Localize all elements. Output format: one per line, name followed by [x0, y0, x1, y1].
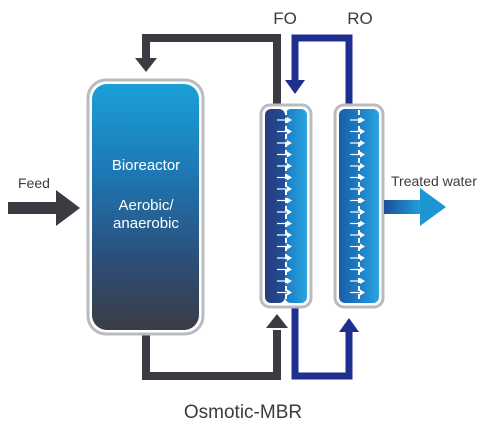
chevron-right-icon [360, 117, 365, 123]
treated-water-arrow-icon [384, 188, 446, 226]
chevron-right-icon [360, 220, 365, 227]
bioreactor-label: Bioreactor [112, 157, 180, 174]
chevron-right-icon [360, 197, 365, 204]
chevron-right-icon [287, 140, 292, 146]
fo-membrane-module [259, 103, 313, 309]
chevron-right-icon [360, 255, 365, 261]
chevron-right-icon [287, 278, 292, 284]
chevron-right-icon [360, 140, 365, 146]
fo-permeate-chevrons [277, 117, 292, 296]
chevron-right-icon [287, 174, 292, 181]
chevron-right-icon [360, 209, 365, 215]
chevron-right-icon [360, 186, 365, 192]
chevron-right-icon [360, 151, 365, 158]
chevron-right-icon [287, 117, 292, 123]
chevron-right-icon [287, 163, 292, 169]
chevron-right-icon [360, 243, 365, 250]
chevron-right-icon [360, 232, 365, 238]
chevron-right-icon [360, 278, 365, 284]
chevron-right-icon [287, 209, 292, 215]
chevron-right-icon [360, 163, 365, 169]
recirculation-arrow-bottom [142, 314, 288, 380]
chevron-right-icon [287, 220, 292, 227]
aerobic-label: Aerobic/ [118, 197, 174, 214]
treated-water-label: Treated water [391, 173, 477, 189]
diagram-caption: Osmotic-MBR [184, 402, 302, 423]
chevron-right-icon [360, 174, 365, 181]
ro-membrane-module [333, 103, 385, 309]
chevron-right-icon [287, 186, 292, 192]
chevron-right-icon [287, 151, 292, 158]
ro-permeate-chevrons [350, 117, 365, 296]
anaerobic-label: anaerobic [113, 215, 179, 232]
chevron-right-icon [287, 255, 292, 261]
chevron-right-icon [360, 266, 365, 273]
ro-label: RO [347, 9, 373, 28]
chevron-right-icon [360, 289, 365, 296]
chevron-right-icon [287, 197, 292, 204]
chevron-right-icon [287, 243, 292, 250]
recirculation-arrow-top [135, 34, 281, 108]
chevron-right-icon [287, 128, 292, 135]
feed-arrow-icon [8, 190, 80, 226]
chevron-right-icon [360, 128, 365, 135]
feed-label: Feed [18, 175, 50, 191]
chevron-right-icon [287, 266, 292, 273]
chevron-right-icon [287, 289, 292, 296]
fo-label: FO [273, 9, 297, 28]
draw-solution-arrow-top [285, 34, 353, 108]
bioreactor [86, 78, 205, 336]
draw-solution-arrow-bottom [291, 306, 359, 380]
chevron-right-icon [287, 232, 292, 238]
